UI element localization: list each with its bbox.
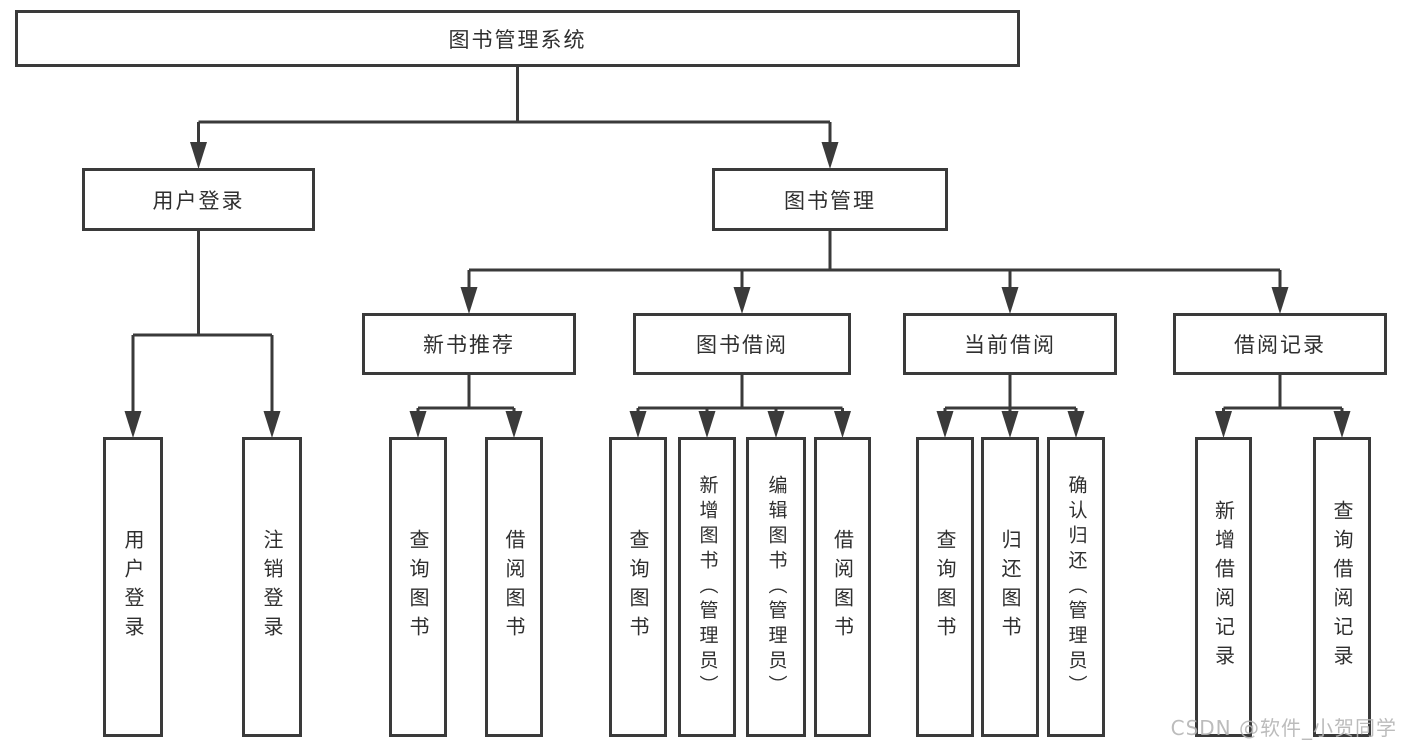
node-book-borrowing: 图书借阅 [633,313,851,375]
csdn-watermark: CSDN @软件_小贺同学 [1170,716,1397,740]
leaf-query-books-borrowing: 查询图书 [609,437,667,737]
node-book-management: 图书管理 [712,168,948,231]
leaf-borrow-books-recommend: 借阅图书 [485,437,543,737]
leaf-query-borrow-record: 查询借阅记录 [1313,437,1371,737]
leaf-return-books: 归还图书 [981,437,1039,737]
node-user-login-branch: 用户登录 [82,168,315,231]
node-new-book-recommend: 新书推荐 [362,313,576,375]
node-library-system: 图书管理系统 [15,10,1020,67]
leaf-query-books-current: 查询图书 [916,437,974,737]
leaf-add-book-admin: 新增图书（管理员） [678,437,736,737]
leaf-logout: 注销登录 [242,437,302,737]
leaf-query-books-recommend: 查询图书 [389,437,447,737]
leaf-confirm-return-admin: 确认归还（管理员） [1047,437,1105,737]
leaf-add-borrow-record: 新增借阅记录 [1195,437,1252,737]
node-borrowing-records: 借阅记录 [1173,313,1387,375]
leaf-edit-book-admin: 编辑图书（管理员） [746,437,806,737]
leaf-user-login: 用户登录 [103,437,163,737]
node-current-borrowing: 当前借阅 [903,313,1117,375]
leaf-borrow-books-borrowing: 借阅图书 [814,437,871,737]
